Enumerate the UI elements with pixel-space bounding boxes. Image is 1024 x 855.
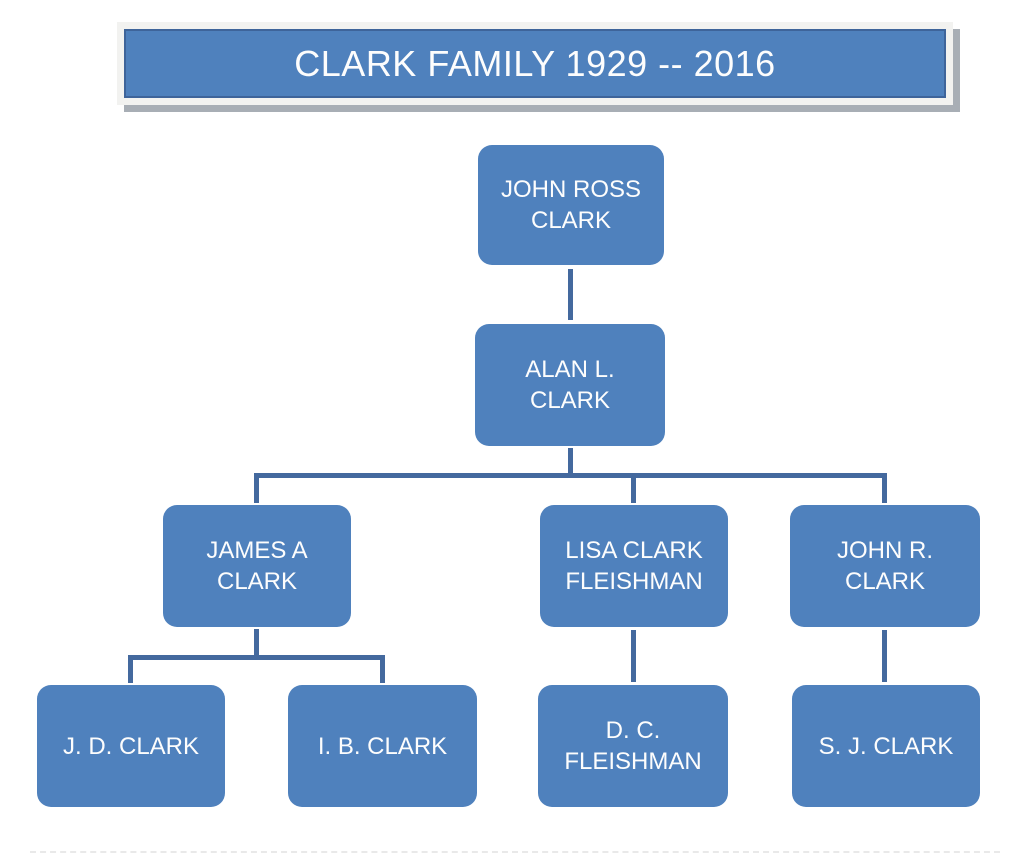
node-label: JAMES A CLARK <box>206 537 308 595</box>
title-banner: CLARK FAMILY 1929 -- 2016 <box>117 22 953 105</box>
node-label: JOHN ROSS CLARK <box>500 176 641 234</box>
node-lisa-clark-fleishman: LISA CLARK FLEISHMAN <box>540 505 728 627</box>
connector-generation3-bar <box>254 473 887 478</box>
connector-drop-to-ib <box>380 660 385 683</box>
connector-drop-to-lisa <box>631 478 636 503</box>
node-john-r-clark: JOHN R. CLARK <box>790 505 980 627</box>
node-i-b-clark: I. B. CLARK <box>288 685 477 807</box>
node-label: LISA CLARK FLEISHMAN <box>565 537 703 595</box>
connector-james-children-bar <box>128 655 385 660</box>
connector-drop-to-john-r <box>882 478 887 503</box>
node-label: JOHN R. CLARK <box>837 537 933 595</box>
connector-james-down-stub <box>254 629 259 655</box>
node-james-a-clark: JAMES A CLARK <box>163 505 351 627</box>
connector-john-r-to-sj <box>882 630 887 682</box>
page-bottom-rule <box>30 851 1000 853</box>
node-j-d-clark: J. D. CLARK <box>37 685 225 807</box>
node-label: J. D. CLARK <box>62 732 200 760</box>
connector-alan-down-stub <box>568 448 573 474</box>
node-s-j-clark: S. J. CLARK <box>792 685 980 807</box>
node-label: I. B. CLARK <box>317 732 448 760</box>
connector-drop-to-james <box>254 478 259 503</box>
node-alan-l-clark: ALAN L. CLARK <box>475 324 665 446</box>
node-label: S. J. CLARK <box>818 732 954 760</box>
connector-john-ross-to-alan <box>568 269 573 320</box>
node-d-c-fleishman: D. C. FLEISHMAN <box>538 685 728 807</box>
node-label: D. C. FLEISHMAN <box>564 717 702 775</box>
diagram-title: CLARK FAMILY 1929 -- 2016 <box>294 42 776 84</box>
title-banner-fill: CLARK FAMILY 1929 -- 2016 <box>124 29 946 98</box>
node-label: ALAN L. CLARK <box>525 356 615 414</box>
connector-drop-to-jd <box>128 660 133 683</box>
connector-lisa-to-dc <box>631 630 636 682</box>
node-john-ross-clark: JOHN ROSS CLARK <box>478 145 664 265</box>
